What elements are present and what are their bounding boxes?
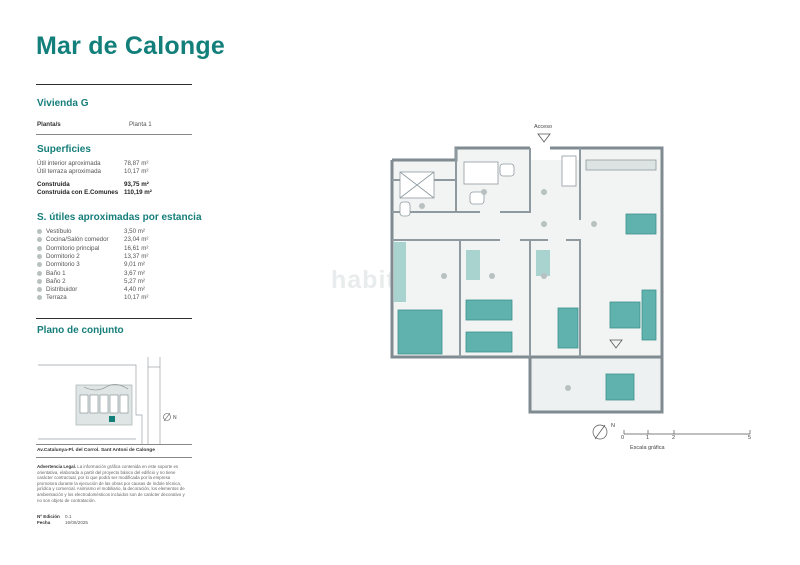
- room-marker: [591, 221, 597, 227]
- built-value: 93,75 m²: [124, 181, 149, 188]
- room-area: 13,37 m²: [124, 252, 149, 260]
- room-marker: [481, 189, 487, 195]
- room-name: Dormitorio principal: [46, 244, 100, 252]
- room-name: Terraza: [46, 294, 67, 302]
- room-area: 5,27 m²: [124, 277, 145, 285]
- bed-2b: [465, 331, 513, 353]
- room-marker: [541, 273, 547, 279]
- room-number-badge: [37, 229, 42, 234]
- north-label: N: [611, 423, 615, 429]
- terrace-area: [530, 357, 662, 412]
- floor-row: Planta/s Planta 1: [37, 121, 152, 128]
- terrace-table: [605, 373, 635, 401]
- kitchen-counter: [585, 159, 657, 171]
- scale-tick: 0: [621, 435, 625, 441]
- legal-heading: Advertencia Legal.: [37, 464, 77, 469]
- room-name: Dormitorio 2: [46, 252, 80, 260]
- unit-highlight: [109, 416, 115, 422]
- divider: [36, 84, 192, 85]
- divider: [36, 457, 192, 458]
- surface-row: Útil terraza aproximada 10,17 m²: [37, 168, 148, 175]
- room-number-badge: [37, 237, 42, 243]
- bed-2a: [465, 299, 513, 321]
- site-heading: Plano de conjunto: [37, 325, 124, 336]
- access-label: Acceso: [534, 124, 553, 130]
- floor-plan: [390, 133, 664, 414]
- room-number-badge: [37, 245, 42, 251]
- edition-label: Nº Edición: [37, 514, 60, 519]
- room-number-badge: [37, 253, 42, 259]
- dining-table: [625, 213, 657, 235]
- rooms-heading: S. útiles aproximadas por estancia: [37, 212, 202, 223]
- room-number-badge: [37, 278, 42, 284]
- unit-heading: Vivienda G: [37, 98, 89, 109]
- divider: [36, 134, 192, 135]
- scale-tick: 5: [748, 435, 752, 441]
- room-number-badge: [37, 270, 42, 276]
- surface-label: Útil interior aproximada: [37, 160, 101, 167]
- room-name: Dormitorio 3: [46, 261, 80, 269]
- built-row: Construida 93,75 m²: [37, 181, 149, 188]
- room-number-badge: [37, 262, 42, 268]
- coffee-table: [609, 301, 641, 329]
- site-north-label: N: [173, 415, 177, 421]
- room-area: 16,61 m²: [124, 244, 149, 252]
- surface-label: Útil terraza aproximada: [37, 168, 101, 175]
- surface-value: 78,87 m²: [124, 160, 149, 167]
- bed-main: [397, 309, 443, 355]
- scale-label: Escala gráfica: [630, 445, 665, 451]
- sofa: [641, 289, 657, 341]
- site-address: Av.Catalunya-Pl. del Corrol. Sant Antoni…: [37, 448, 155, 453]
- divider: [36, 444, 192, 445]
- room-marker: [541, 189, 547, 195]
- date-label: Fecha: [37, 520, 51, 525]
- room-number-badge: [37, 287, 42, 293]
- room-area: 23,04 m²: [124, 236, 149, 244]
- room-area: 3,67 m²: [124, 269, 145, 277]
- room-number-badge: [37, 295, 42, 301]
- north-compass-icon: [592, 424, 608, 440]
- built-row: Construida con E.Comunes 110,19 m²: [37, 189, 152, 196]
- room-marker: [565, 385, 571, 391]
- edition-value: 0.1: [65, 514, 72, 519]
- edition-row: Nº Edición 0.1: [37, 514, 71, 519]
- scale-tick: 2: [672, 435, 676, 441]
- scale-tick: 1: [646, 435, 650, 441]
- room-name: Baño 1: [46, 269, 66, 277]
- built-label: Construida: [37, 181, 70, 188]
- room-name: Baño 2: [46, 277, 66, 285]
- floor-value: Planta 1: [129, 121, 152, 128]
- room-name: Cocina/Salón comedor: [46, 236, 109, 244]
- surface-row: Útil interior aproximada 78,87 m²: [37, 160, 148, 167]
- room-area: 10,17 m²: [124, 294, 149, 302]
- room-name: Distribuidor: [46, 286, 78, 294]
- room-marker: [441, 273, 447, 279]
- legal-notice: Advertencia Legal. La información gráfic…: [37, 464, 187, 503]
- room-marker: [489, 273, 495, 279]
- date-row: Fecha 16/06/2025: [37, 520, 88, 525]
- room-area: 9,01 m²: [124, 261, 145, 269]
- bed-3: [557, 307, 579, 349]
- surface-value: 10,17 m²: [124, 168, 149, 175]
- room-area: 4,40 m²: [124, 286, 145, 294]
- surfaces-heading: Superficies: [37, 144, 91, 155]
- floor-label: Planta/s: [37, 121, 61, 128]
- site-plan-map: N: [38, 357, 177, 445]
- date-value: 16/06/2025: [65, 520, 88, 525]
- divider: [36, 318, 192, 319]
- page-title: Mar de Calonge: [36, 32, 225, 60]
- scale-bar: [592, 424, 751, 440]
- room-marker: [541, 221, 547, 227]
- built-label: Construida con E.Comunes: [37, 189, 119, 196]
- room-area: 3,50 m²: [124, 228, 145, 235]
- legal-text: La información gráfica contenida en este…: [37, 464, 185, 503]
- room-marker: [419, 203, 425, 209]
- room-name: Vestíbulo: [46, 228, 72, 235]
- built-value: 110,19 m²: [124, 189, 152, 196]
